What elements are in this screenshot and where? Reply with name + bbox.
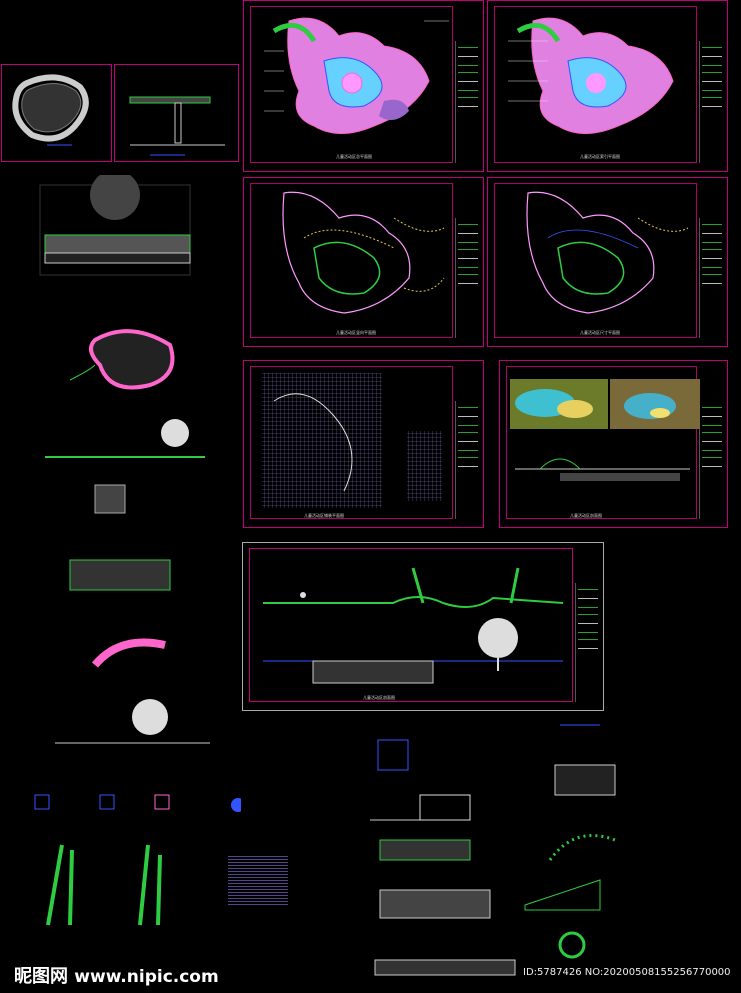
sheet-5: 儿童活动区铺装平面图 (243, 360, 484, 528)
sheet-3: 儿童活动区竖向平面图 (243, 177, 484, 347)
dimension-plan-drawing (526, 191, 689, 314)
sheet-6-title: 儿童活动区剖面图 (570, 513, 602, 518)
sheet-pool-plan (1, 64, 112, 162)
watermark-url: www.nipic.com (74, 967, 219, 987)
pool-plan-drawing (12, 74, 89, 146)
rendering-and-section (510, 379, 700, 481)
paving-swatch (228, 855, 288, 905)
index-plan-drawing (508, 17, 674, 134)
sheet-2: 儿童活动区索引平面图 (487, 0, 728, 172)
sheet-1: 儿童活动区总平面图 (243, 0, 484, 172)
long-section-drawing (263, 567, 564, 684)
sheet-4: 儿童活动区尺寸平面图 (487, 177, 728, 347)
section-small-drawing (129, 96, 225, 156)
watermark-site: 昵图网 (14, 966, 68, 987)
paving-plan-drawing (262, 373, 442, 508)
left-bottom-details (34, 699, 241, 926)
sheet-7-title: 儿童活动区剖面图 (363, 695, 395, 700)
sheet-4-title: 儿童活动区尺寸平面图 (580, 330, 620, 335)
image-id-text: ID:5787426 NO:20200508155256770000 (523, 967, 731, 978)
sheet-6: 儿童活动区剖面图 (499, 360, 728, 528)
left-details (39, 175, 205, 668)
site-plan-drawing (264, 17, 449, 134)
sheet-5-title: 儿童活动区铺装平面图 (304, 513, 344, 518)
sheet-7: 儿童活动区剖面图 (242, 542, 604, 711)
sheet-section-small (114, 64, 239, 162)
nipic-watermark: 昵图网 www.nipic.com (14, 962, 219, 988)
sheet-1-title: 儿童活动区总平面图 (336, 154, 372, 159)
grading-plan-drawing (282, 191, 445, 314)
sheet-3-title: 儿童活动区竖向平面图 (336, 330, 376, 335)
sheet-2-title: 儿童活动区索引平面图 (580, 154, 620, 159)
